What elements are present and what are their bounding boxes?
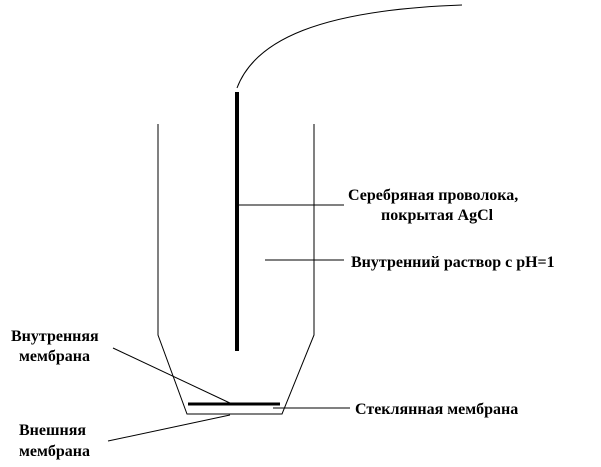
label-inner-membrane-line2: мембрана xyxy=(19,348,90,365)
label-outer-membrane-line1: Внешняя xyxy=(19,422,86,439)
leader-outer-membrane xyxy=(107,414,231,442)
electrode-tube xyxy=(157,124,315,415)
lead-wire xyxy=(236,4,463,89)
label-silver-wire-line1: Серебряная проволока, xyxy=(348,187,518,204)
label-outer-membrane-line2: мембрана xyxy=(19,443,90,460)
label-inner-solution: Внутренний раствор с pH=1 xyxy=(351,254,555,271)
label-inner-membrane-line1: Внутренняя xyxy=(11,328,99,345)
label-glass-membrane: Стеклянная мембрана xyxy=(355,401,518,418)
leader-inner-membrane xyxy=(112,347,233,405)
label-silver-wire-line2: покрытая AgCl xyxy=(381,207,494,224)
